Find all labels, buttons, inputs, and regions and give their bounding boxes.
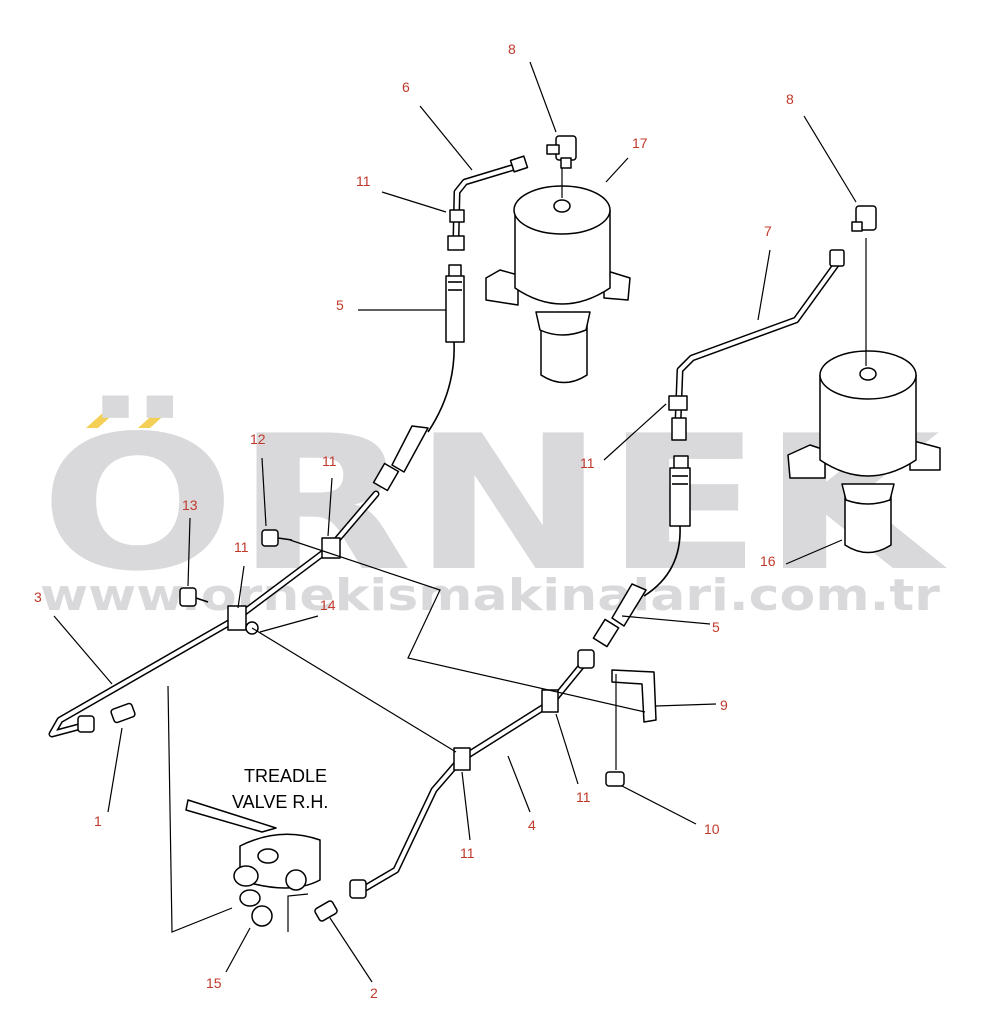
callout-2: 2 [370, 985, 378, 1001]
treadle-valve-15 [185, 799, 321, 927]
pipe-6 [447, 155, 529, 251]
callout-15: 15 [206, 975, 222, 991]
callout-14: 14 [320, 597, 336, 613]
brake-chamber-16 [787, 238, 941, 554]
callout-6: 6 [402, 79, 410, 95]
hose-5-lower [592, 455, 691, 648]
leader-lines [53, 61, 857, 983]
treadle-valve-label: TREADLE VALVE R.H. [232, 766, 328, 812]
callout-11-left: 11 [234, 539, 249, 555]
callout-4: 4 [528, 817, 536, 833]
callout-17: 17 [632, 135, 648, 151]
pipe-3 [48, 490, 380, 738]
callout-7: 7 [764, 223, 772, 239]
fitting-1 [110, 702, 136, 724]
callout-3: 3 [34, 589, 42, 605]
callout-5-upper: 5 [336, 297, 344, 313]
callout-11-right: 11 [580, 455, 595, 471]
routing-lines [167, 539, 646, 933]
callouts: 8 6 17 11 5 8 7 11 12 11 13 11 16 3 14 5… [34, 41, 794, 1001]
watermark-brand: ÖRNEK [40, 395, 947, 612]
watermark-url: www.ornekismakinalari.com.tr [40, 570, 940, 621]
brake-chamber-17 [485, 165, 631, 384]
callout-10: 10 [704, 821, 720, 837]
pipe-4 [349, 649, 595, 899]
elbow-fitting-8-right [851, 205, 877, 232]
watermark-accent-left [86, 410, 118, 428]
callout-5-lower: 5 [712, 619, 720, 635]
treadle-valve-label-line1: TREADLE [244, 766, 327, 786]
callout-11-mid: 11 [322, 453, 337, 469]
fitting-2 [314, 900, 338, 922]
callout-11-lower-right: 11 [576, 789, 591, 805]
elbow-fitting-8-left [546, 135, 577, 169]
callout-8-right: 8 [786, 91, 794, 107]
callout-8-left: 8 [508, 41, 516, 57]
pipe-7 [668, 249, 845, 441]
callout-16: 16 [760, 553, 776, 569]
callout-12: 12 [250, 431, 266, 447]
callout-9: 9 [720, 697, 728, 713]
hardware-group [179, 529, 657, 787]
hose-5-upper [372, 264, 465, 492]
callout-13: 13 [182, 497, 198, 513]
callout-11-lower-mid: 11 [460, 845, 475, 861]
watermark: ÖRNEK www.ornekismakinalari.com.tr [40, 395, 947, 621]
callout-1: 1 [94, 813, 102, 829]
treadle-valve-label-line2: VALVE R.H. [232, 792, 328, 812]
watermark-accent-right [138, 410, 170, 428]
callout-11-upper-left: 11 [356, 173, 371, 189]
